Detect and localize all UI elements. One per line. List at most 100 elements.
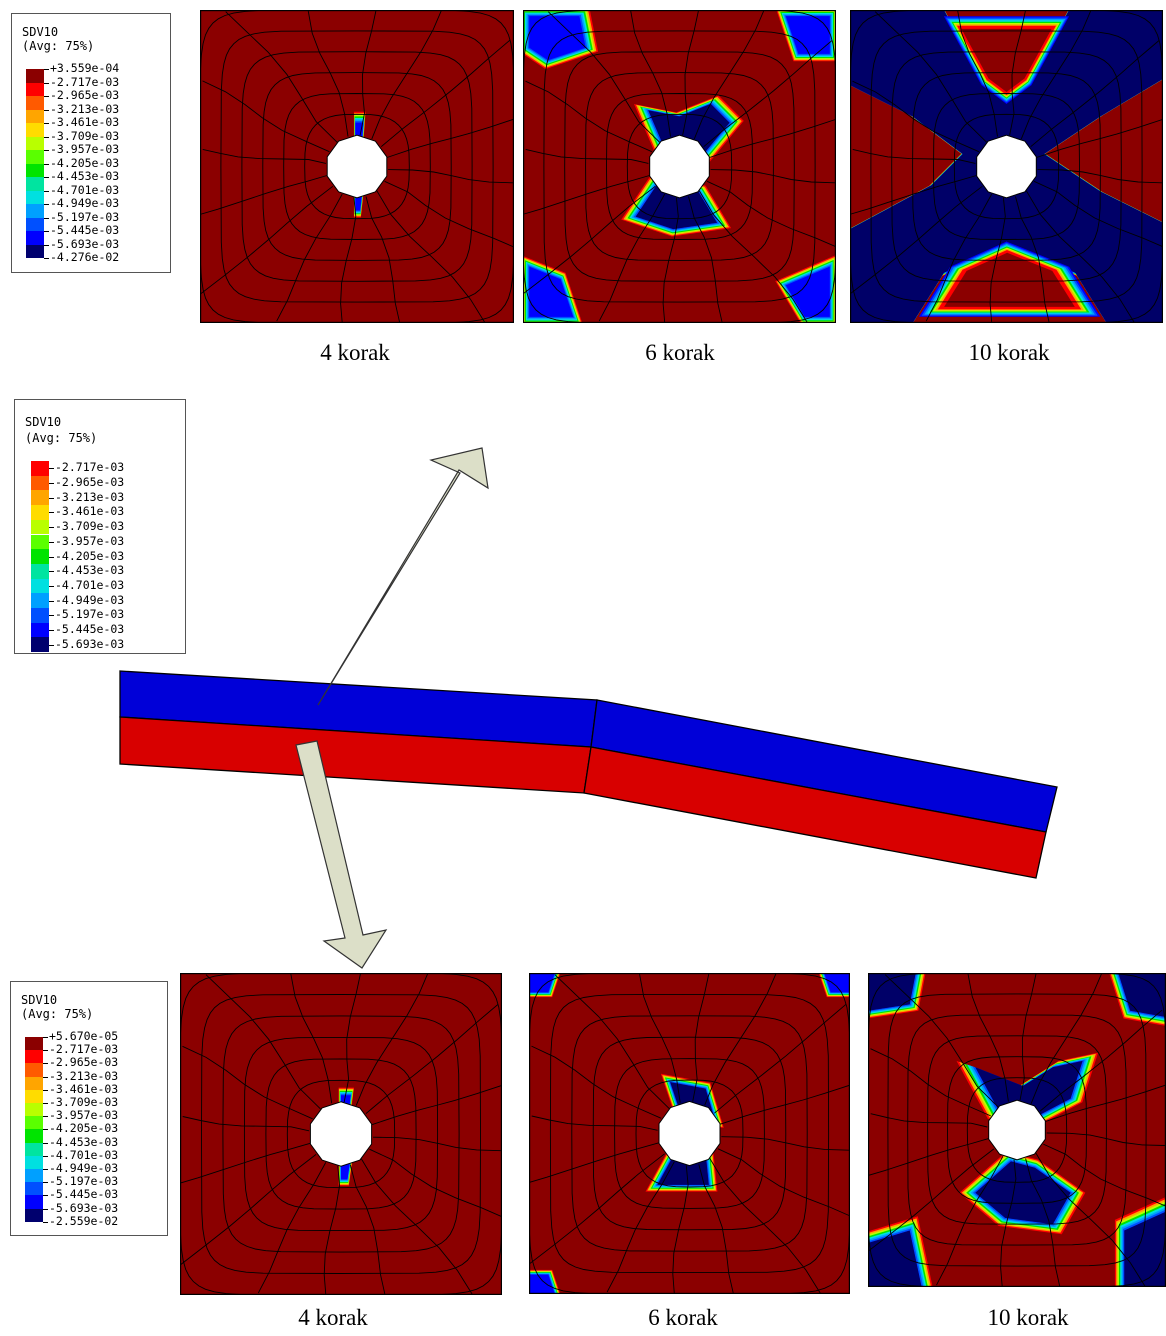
contour-core [529, 16, 586, 61]
legend-swatch [31, 534, 49, 550]
legend-value: -3.461e-03 [55, 504, 125, 519]
legend-subtitle: (Avg: 75%) [22, 39, 95, 53]
caption-top-6-korak: 6 korak [645, 340, 715, 365]
legend-swatch [31, 593, 49, 608]
mesh-grid [200, 10, 514, 323]
mesh-ring [543, 30, 816, 303]
mesh-line [225, 11, 338, 143]
legend-value: -2.717e-03 [50, 74, 120, 89]
legend-tick [49, 497, 54, 499]
mesh-line [372, 1136, 501, 1152]
legend-tick [49, 468, 54, 470]
legend-swatch [25, 1182, 43, 1196]
legend-value: -5.197e-03 [50, 209, 120, 224]
mesh-line [531, 1115, 658, 1131]
legend-swatch [26, 123, 44, 137]
panel-bottom-6-korak [529, 973, 850, 1294]
legend-swatch [25, 1142, 43, 1156]
legend-swatch [25, 1050, 43, 1064]
legend-swatch [25, 1169, 43, 1183]
beam-top-layer-left [119, 670, 598, 748]
legend-swatch [31, 563, 49, 579]
legend-value: -4.949e-03 [50, 196, 120, 210]
legend-value: -3.709e-03 [49, 1095, 119, 1109]
legend-tick [44, 163, 49, 165]
legend-swatch [26, 163, 44, 177]
beam-top-layer-right [590, 699, 1058, 833]
mesh-line [384, 180, 514, 248]
legend-tick [43, 1050, 48, 1052]
panel-border [200, 10, 514, 323]
legend-value: -4.453e-03 [50, 169, 120, 183]
mesh-ring [933, 93, 1080, 240]
legend-value: -4.701e-03 [50, 182, 120, 197]
mesh-line [529, 1142, 659, 1183]
contour-core [824, 973, 850, 993]
mesh-grid [850, 10, 1163, 323]
mesh-line [1025, 1158, 1061, 1287]
legend-tick [43, 1195, 48, 1197]
legend-tick [43, 1103, 48, 1104]
mesh-line [205, 974, 321, 1110]
caption-bottom-10-korak: 10 korak [987, 1305, 1069, 1330]
mesh-ring [243, 1036, 439, 1232]
legend-subtitle: (Avg: 75%) [21, 1007, 94, 1021]
mesh-line [1036, 118, 1163, 158]
mesh-line [180, 1142, 311, 1184]
mesh-line [525, 148, 649, 164]
mesh-line [682, 10, 700, 136]
central-hole [658, 1100, 721, 1167]
caption-bottom-4-korak: 4 korak [298, 1305, 368, 1330]
mesh-line [386, 118, 514, 158]
legend-tick [44, 82, 49, 84]
legend-tick [43, 1221, 48, 1223]
legend-tick [43, 1142, 48, 1144]
mesh-line [717, 1148, 850, 1217]
mesh-ring [180, 973, 502, 1295]
legend-swatch [31, 461, 49, 476]
legend-tick [44, 109, 49, 111]
mesh-line [1025, 190, 1135, 323]
mesh-line [710, 169, 835, 184]
contour-band [944, 252, 1075, 307]
mesh-ring [947, 1056, 1087, 1204]
contour-core [1124, 1211, 1166, 1287]
mesh-ring [564, 51, 795, 282]
mesh-grid [529, 973, 850, 1294]
legend-tick [43, 1182, 48, 1184]
panel-top-10-korak [850, 10, 1163, 323]
legend-value: -2.965e-03 [50, 88, 120, 102]
legend-value: -4.453e-03 [49, 1134, 119, 1149]
mesh-line [870, 1048, 991, 1117]
legend-value: -4.205e-03 [49, 1121, 119, 1136]
legend-tick [44, 204, 49, 205]
mesh-line [662, 197, 679, 323]
legend-swatch [25, 1076, 43, 1090]
legend-tick [44, 190, 49, 192]
legend-swatch [25, 1063, 43, 1077]
contour-band [961, 28, 1052, 92]
legend-tick [44, 96, 49, 97]
mesh-line [870, 1113, 988, 1128]
legend-value: -3.461e-03 [50, 115, 120, 129]
legend-swatch [31, 549, 49, 564]
caption-top-4-korak: 4 korak [320, 340, 390, 365]
legend-swatch [26, 82, 44, 96]
legend-swatch [31, 622, 49, 638]
mesh-ring [868, 973, 1166, 1287]
legend-swatch [31, 608, 49, 623]
mesh-ring [523, 10, 836, 323]
mesh-ring [635, 1079, 744, 1188]
legend-swatch [25, 1208, 43, 1222]
legend-value: -3.213e-03 [55, 489, 125, 504]
panel-bottom-10-korak [868, 973, 1166, 1287]
panel-border [850, 10, 1163, 323]
legend-swatch [26, 217, 44, 231]
legend-title: SDV10 [25, 415, 62, 429]
mesh-line [200, 175, 328, 215]
mesh-ring [966, 1077, 1068, 1183]
mesh-ring [529, 973, 850, 1294]
legend-tick [49, 512, 54, 514]
legend-title: SDV10 [21, 993, 58, 1007]
mesh-line [182, 1045, 313, 1120]
